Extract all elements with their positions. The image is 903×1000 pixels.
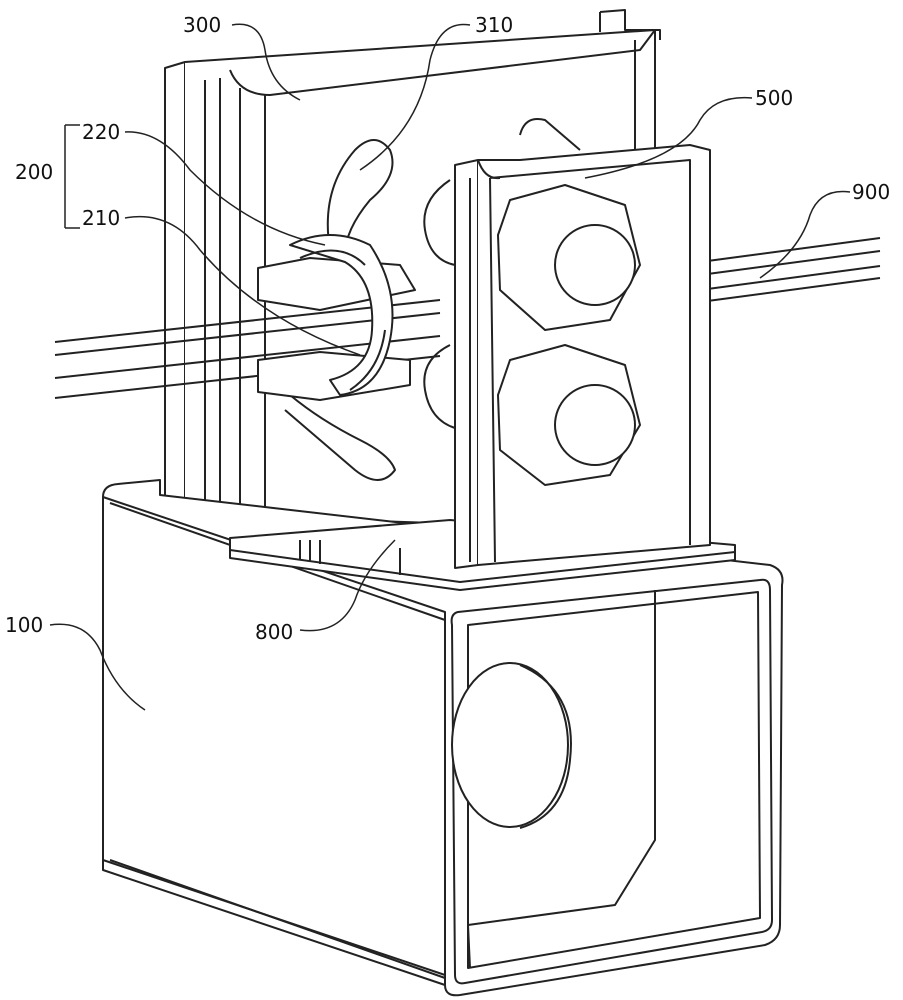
- label-900: 900: [852, 182, 890, 202]
- label-200: 200: [15, 162, 53, 182]
- label-800: 800: [255, 622, 293, 642]
- label-500: 500: [755, 88, 793, 108]
- label-300: 300: [183, 15, 221, 35]
- label-100: 100: [5, 615, 43, 635]
- label-220: 220: [82, 122, 120, 142]
- label-210: 210: [82, 208, 120, 228]
- label-310: 310: [475, 15, 513, 35]
